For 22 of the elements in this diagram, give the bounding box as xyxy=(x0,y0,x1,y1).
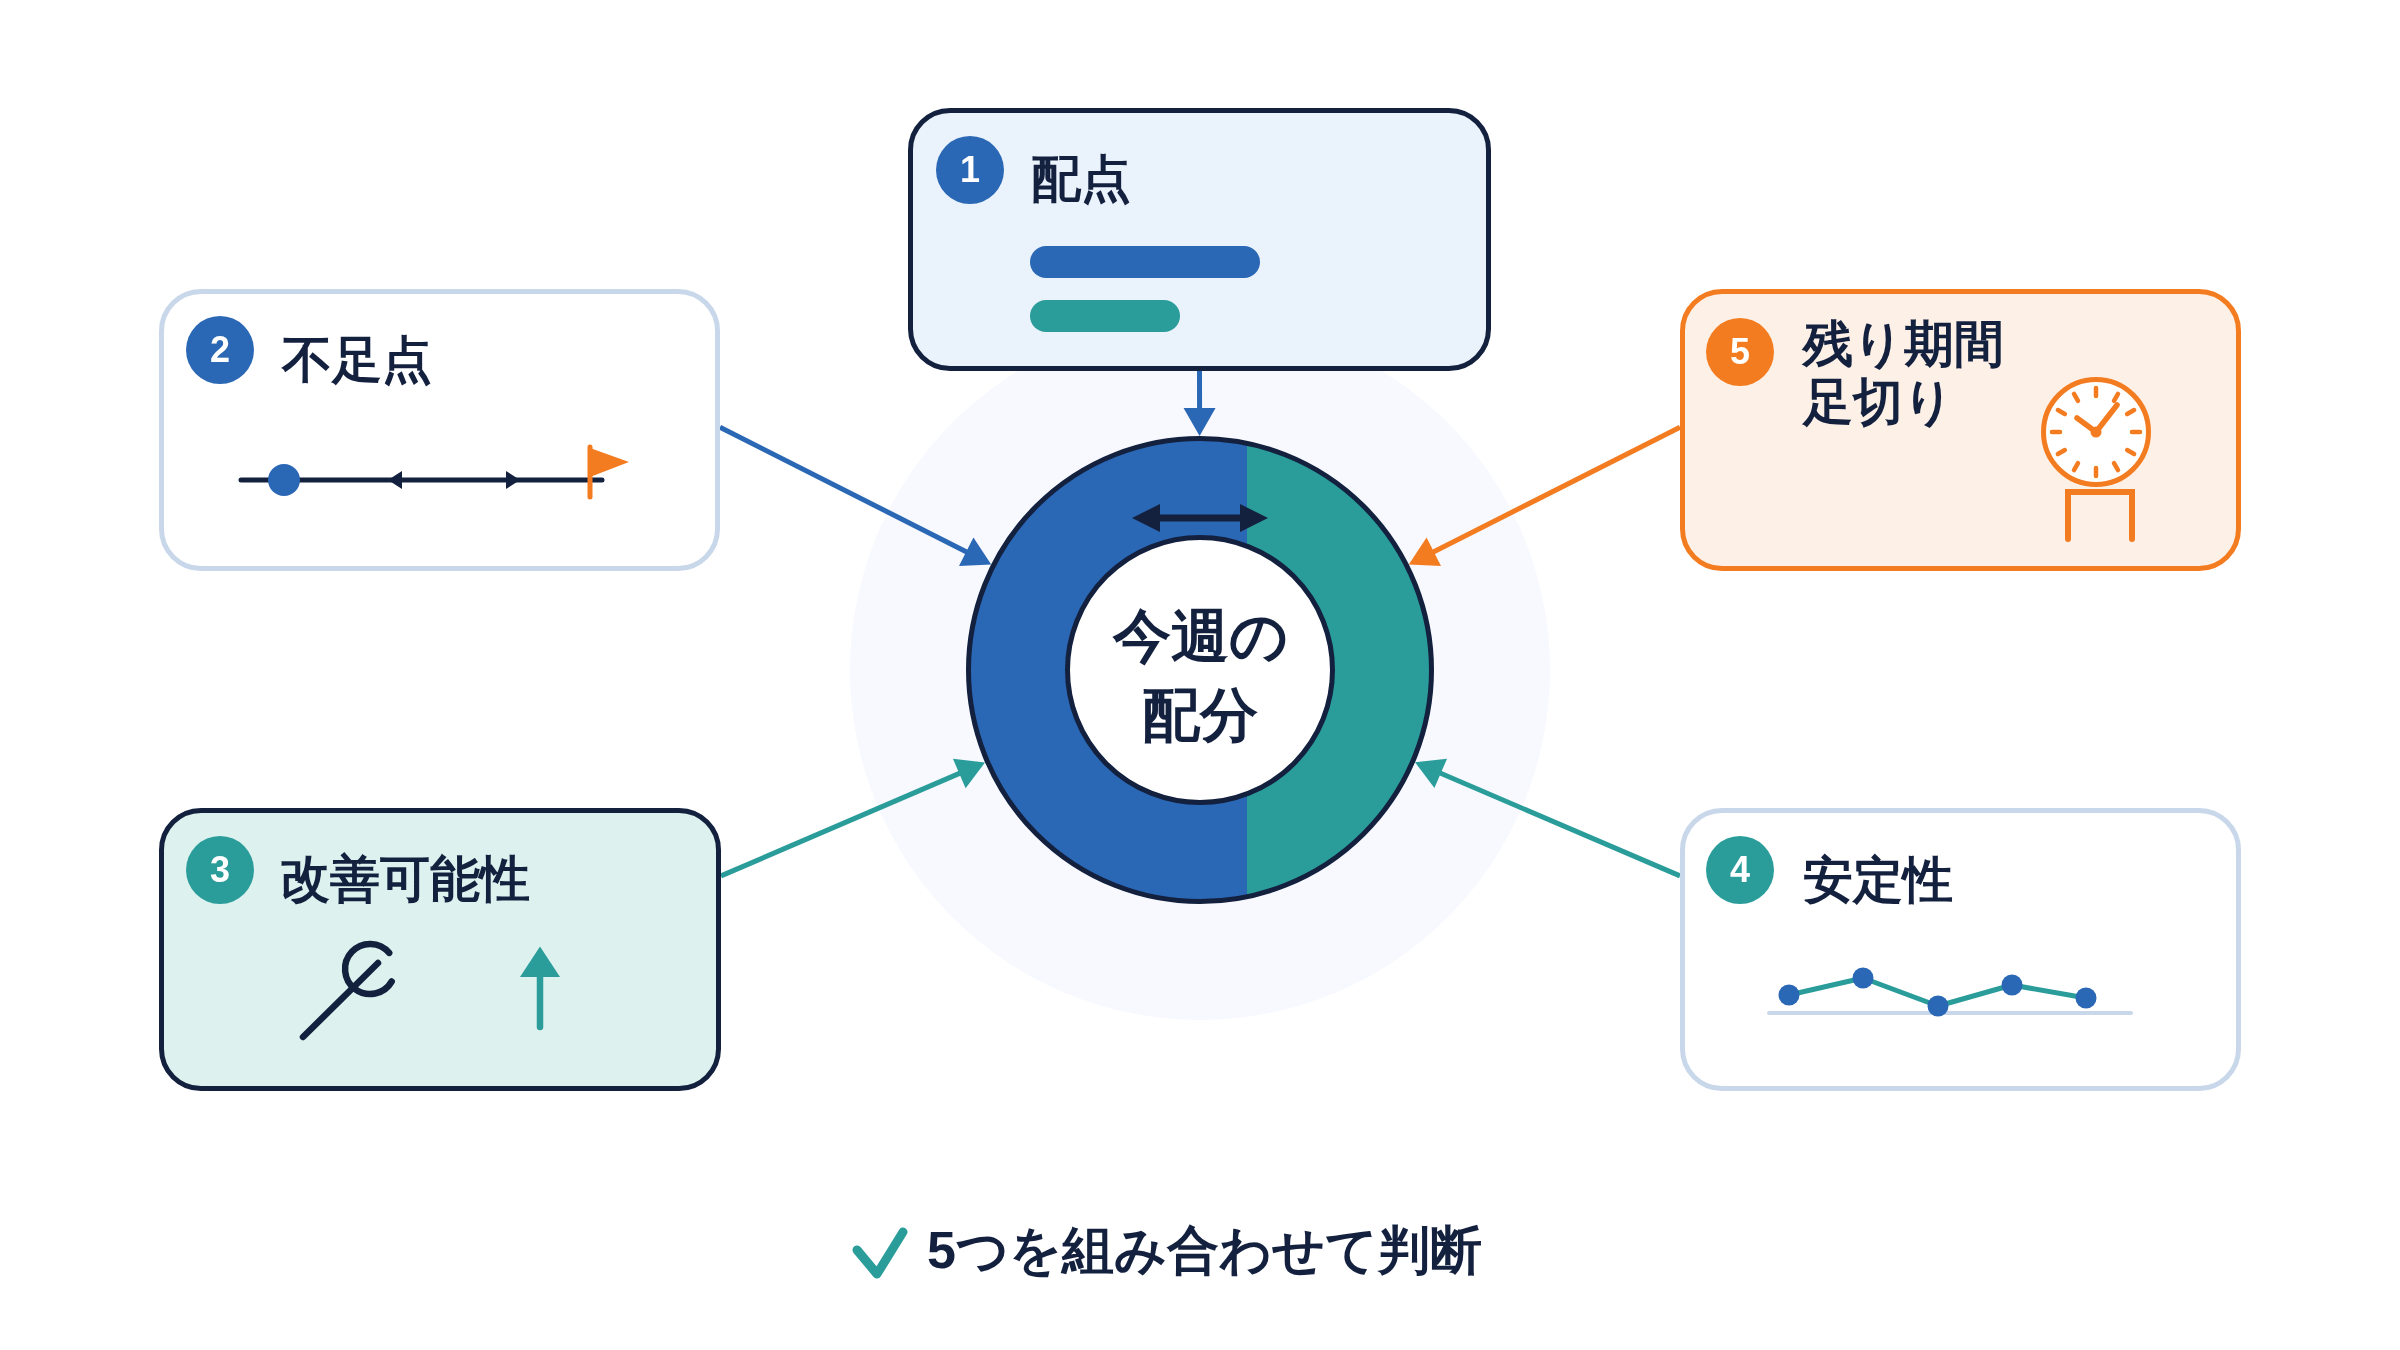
number-badge: 1 xyxy=(936,136,1004,204)
number-badge: 2 xyxy=(186,316,254,384)
info-card xyxy=(159,289,720,571)
number-badge: 3 xyxy=(186,836,254,904)
arrow xyxy=(1407,424,1682,567)
caption: 5つを組み合わせて判断 xyxy=(927,1220,1482,1281)
card-title: 不足点 xyxy=(282,331,432,389)
card-title: 改善可能性 xyxy=(280,850,530,908)
arrow xyxy=(718,424,993,567)
info-card xyxy=(908,108,1491,371)
info-card xyxy=(1680,289,2241,571)
arrow xyxy=(720,758,986,879)
center-circle: 今週の配分 xyxy=(1065,535,1335,805)
number-badge: 4 xyxy=(1706,836,1774,904)
card-title: 配点 xyxy=(1031,150,1131,208)
card-title: 安定性 xyxy=(1803,851,1953,909)
info-card xyxy=(159,808,721,1091)
info-card xyxy=(1680,808,2241,1091)
number-badge: 5 xyxy=(1706,318,1774,386)
card-title: 残り期間足切り xyxy=(1803,315,2005,431)
arrow xyxy=(1183,371,1216,436)
arrow xyxy=(1414,758,1681,879)
